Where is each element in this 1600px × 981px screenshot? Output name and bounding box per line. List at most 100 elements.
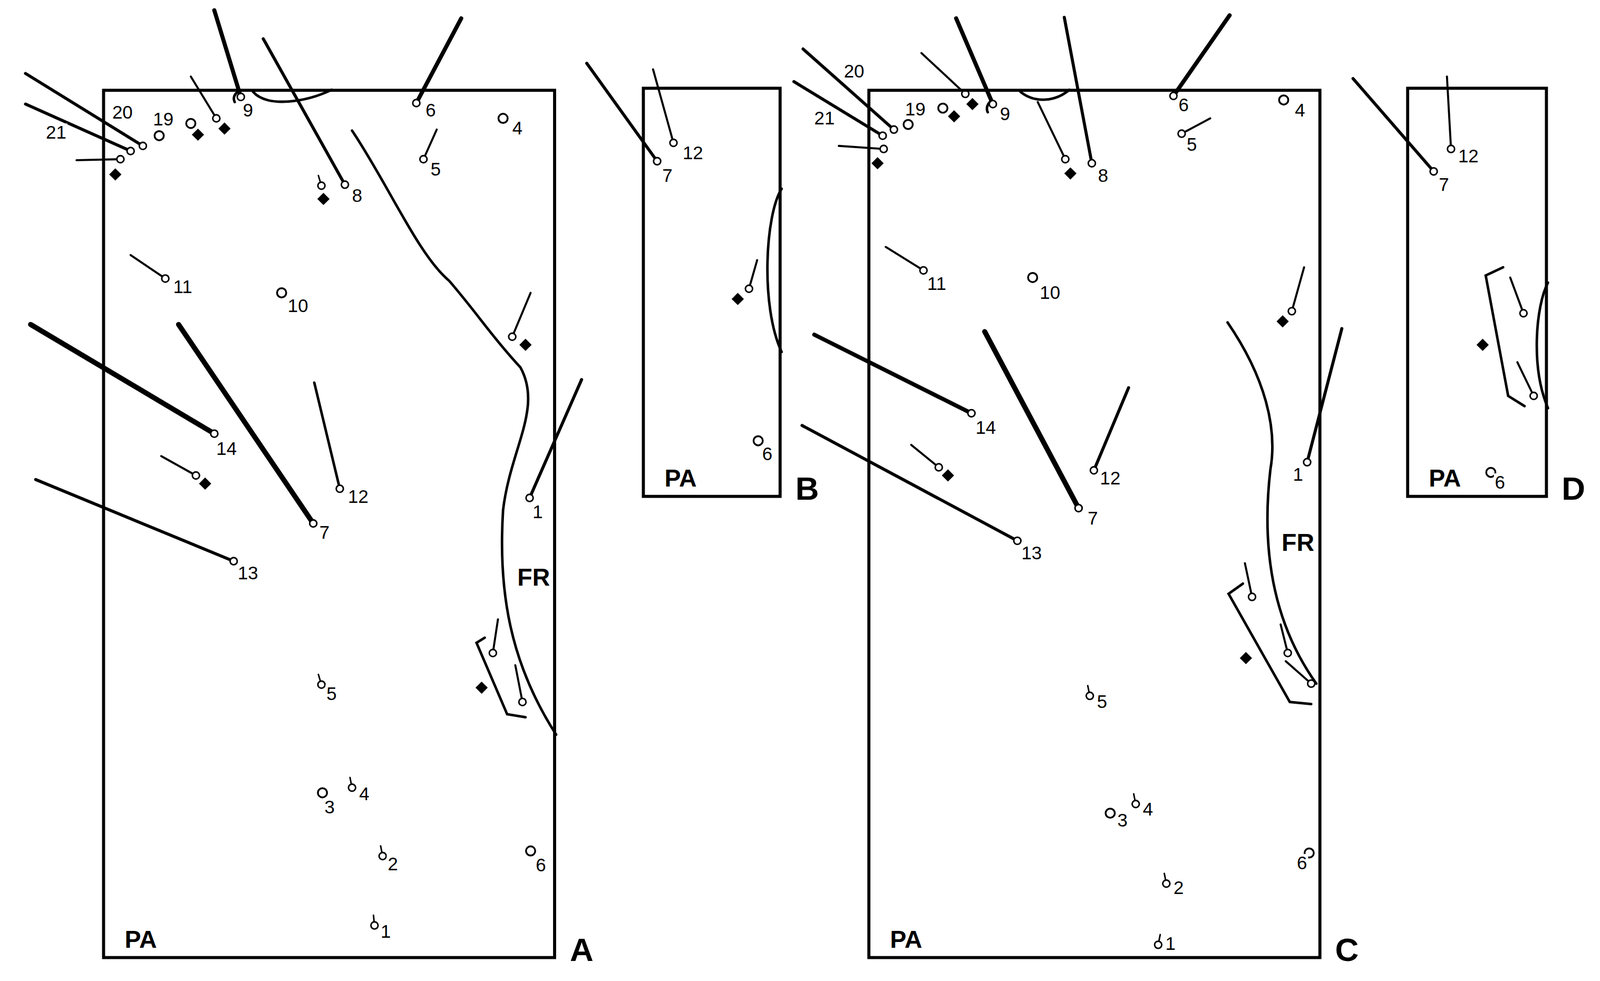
pin-line xyxy=(423,129,437,160)
pin-head xyxy=(341,181,349,189)
pin-line xyxy=(1181,118,1210,134)
pin-head xyxy=(745,285,753,293)
pin-head xyxy=(935,463,943,472)
pin-line xyxy=(1280,624,1288,654)
diamond-marker xyxy=(1276,315,1289,328)
panel-region-label: PA xyxy=(1427,466,1462,491)
callout-number: 13 xyxy=(1020,544,1044,563)
specimen-outline xyxy=(234,89,1549,735)
diamond-marker xyxy=(1476,338,1489,352)
pin-head xyxy=(212,114,221,123)
pin-line xyxy=(1037,102,1065,160)
callout-number: 20 xyxy=(842,62,866,81)
pin-head xyxy=(879,132,887,140)
pin-line xyxy=(801,425,1017,541)
diamond-marker xyxy=(1064,167,1077,180)
callout-number: 2 xyxy=(1172,878,1185,898)
panel-letter: A xyxy=(568,933,595,967)
pin-line xyxy=(1244,563,1253,597)
callout-number: 13 xyxy=(236,564,260,583)
callout-number: 12 xyxy=(346,487,370,507)
pin-head xyxy=(419,155,428,163)
callout-number: 6 xyxy=(1295,854,1308,873)
callout-number: 20 xyxy=(111,102,134,122)
pin-head xyxy=(117,155,125,163)
pin-head xyxy=(1154,941,1162,949)
pin-head xyxy=(518,698,527,706)
pin-line xyxy=(190,76,217,119)
pin-head xyxy=(1090,467,1098,475)
hole-marker xyxy=(938,103,948,113)
diamond-markers xyxy=(109,98,1489,694)
pin-line xyxy=(416,18,462,104)
callout-number: 7 xyxy=(661,166,674,186)
pin-line xyxy=(1510,277,1524,314)
pin-head xyxy=(890,125,898,134)
callout-number: 6 xyxy=(424,101,437,120)
pin-line xyxy=(35,479,235,562)
callout-number: 2 xyxy=(386,855,400,874)
pin-head xyxy=(1169,92,1178,100)
pin-head xyxy=(1132,800,1140,808)
pin-line xyxy=(1093,388,1129,471)
callout-number: 4 xyxy=(1293,101,1306,120)
callout-number: 7 xyxy=(318,523,331,542)
diamond-marker xyxy=(218,122,231,135)
pin-line xyxy=(512,293,531,337)
callout-number: 5 xyxy=(1096,692,1109,712)
callout-number: 6 xyxy=(1494,473,1507,492)
callout-number: 6 xyxy=(1177,95,1190,115)
hole-marker xyxy=(903,119,913,129)
hole-marker xyxy=(526,846,536,856)
pin-head xyxy=(526,494,534,502)
pin-head xyxy=(879,145,888,153)
hole-markers xyxy=(154,95,1496,858)
pin-head xyxy=(192,471,200,480)
hole-marker xyxy=(317,788,327,798)
pin-line xyxy=(1306,328,1342,463)
pin-line xyxy=(984,331,1079,509)
callout-number: 14 xyxy=(974,418,997,438)
pin-head xyxy=(317,681,326,689)
diamond-marker xyxy=(731,293,744,306)
pin-head xyxy=(1303,458,1312,467)
hole-marker xyxy=(753,435,763,445)
pin-head xyxy=(371,922,379,930)
pin-head xyxy=(139,142,147,150)
pin-head xyxy=(1529,392,1538,400)
callout-number: 1 xyxy=(531,502,544,522)
callout-number: 12 xyxy=(681,143,705,163)
callout-number: 12 xyxy=(1457,147,1480,166)
pin-head xyxy=(1013,537,1022,545)
callout-number: 14 xyxy=(215,439,238,459)
callout-number: 12 xyxy=(1099,469,1122,488)
callout-number: 6 xyxy=(534,856,547,875)
pin-line xyxy=(161,456,197,476)
hole-marker xyxy=(1105,808,1115,818)
pin-line xyxy=(1291,267,1304,312)
panel-letter: B xyxy=(794,472,821,506)
pin-head xyxy=(1088,159,1096,168)
pin-line xyxy=(910,444,939,468)
hole-marker xyxy=(498,113,508,123)
pin-line xyxy=(921,53,966,94)
pin-line xyxy=(1517,362,1534,396)
pin-line xyxy=(263,39,345,186)
pin-head xyxy=(1519,309,1528,317)
pin-head xyxy=(1061,155,1070,163)
pin-head xyxy=(1085,692,1094,700)
hole-marker xyxy=(277,288,287,298)
callout-number: 11 xyxy=(171,277,193,296)
pin-head xyxy=(1248,593,1256,601)
callout-number: 19 xyxy=(151,110,175,129)
pin-head xyxy=(508,333,517,341)
pin-head xyxy=(1284,649,1292,657)
pin-line xyxy=(25,73,143,146)
pin-head xyxy=(317,182,326,190)
pin-line xyxy=(214,10,241,98)
callout-number: 4 xyxy=(511,119,524,138)
callout-number: 19 xyxy=(904,100,927,119)
callout-number: 10 xyxy=(286,296,310,316)
pin-markers xyxy=(25,10,1538,949)
pin-line xyxy=(885,246,924,271)
